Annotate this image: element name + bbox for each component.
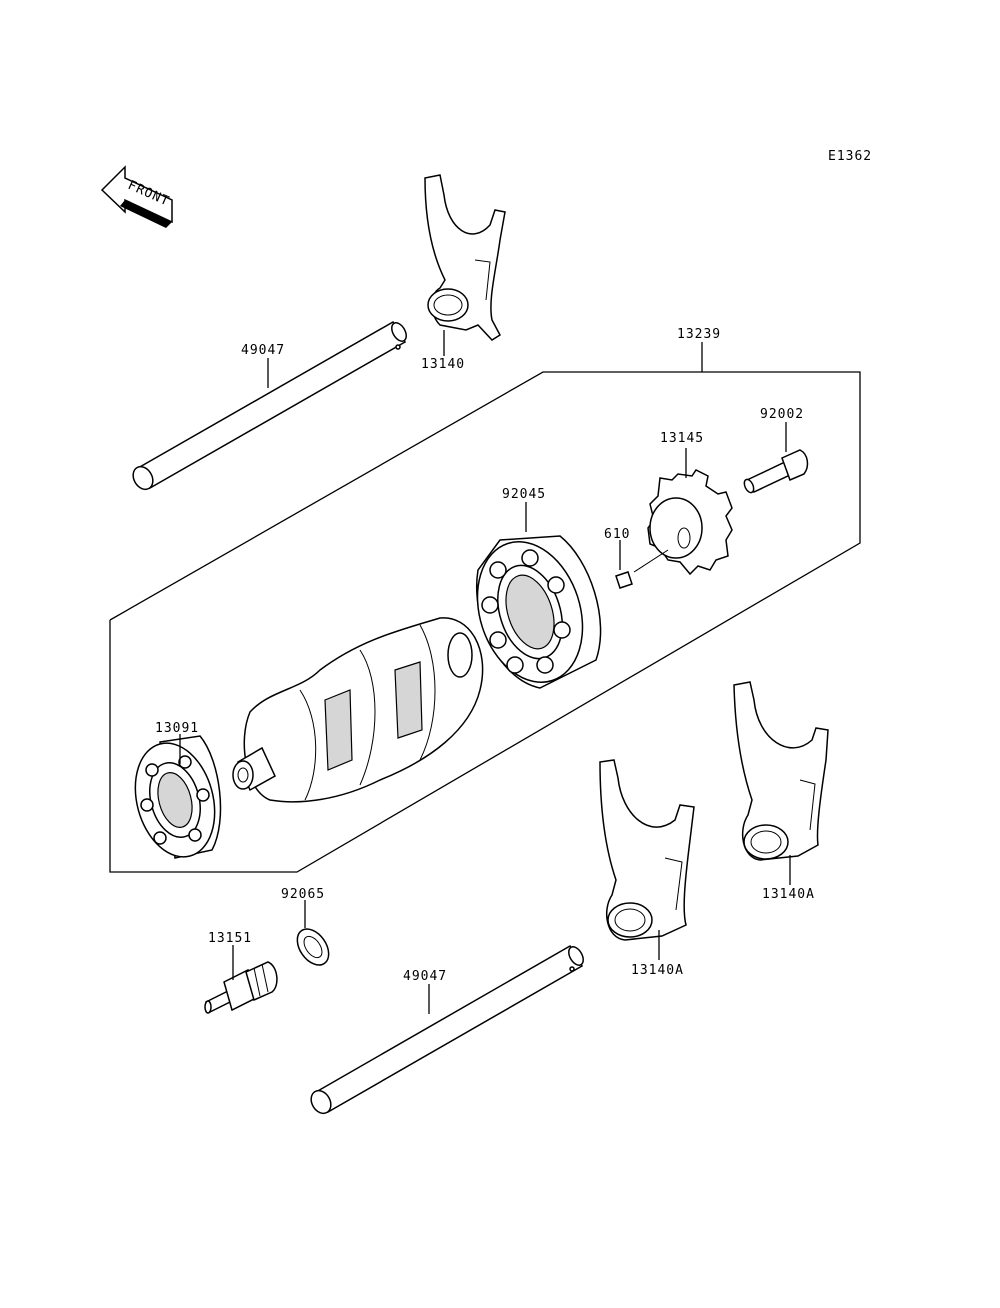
shift-fork-top (424, 174, 506, 341)
shaft-top (132, 320, 407, 491)
label-drum-assembly: 13239 (677, 327, 721, 342)
drum-assembly-bracket (109, 371, 861, 873)
label-bearing-small: 13091 (155, 721, 199, 736)
label-shaft-top: 49047 (241, 343, 285, 358)
diagram-code: E1362 (828, 149, 872, 164)
label-star-plate: 13145 (660, 431, 704, 446)
label-fork-right: 13140A (762, 887, 815, 902)
bolt (743, 449, 809, 494)
label-shaft-bottom: 49047 (403, 969, 447, 984)
neutral-switch (204, 961, 278, 1014)
washer (296, 928, 330, 966)
label-bearing-large: 92045 (502, 487, 546, 502)
bearing-small (134, 735, 222, 859)
label-fork-top: 13140 (421, 357, 465, 372)
star-plate (647, 469, 733, 576)
shift-drum (232, 617, 484, 803)
label-neutral-switch: 13151 (208, 931, 252, 946)
label-washer: 92065 (281, 887, 325, 902)
shift-fork-right (733, 681, 829, 861)
label-pin: 610 (604, 527, 630, 542)
pin (615, 549, 669, 589)
label-bolt: 92002 (760, 407, 804, 422)
label-fork-middle: 13140A (631, 963, 684, 978)
front-arrow-icon: FRONT (100, 165, 173, 228)
shaft-bottom (310, 944, 584, 1115)
bearing-large (476, 535, 602, 689)
shift-fork-middle (599, 759, 695, 941)
